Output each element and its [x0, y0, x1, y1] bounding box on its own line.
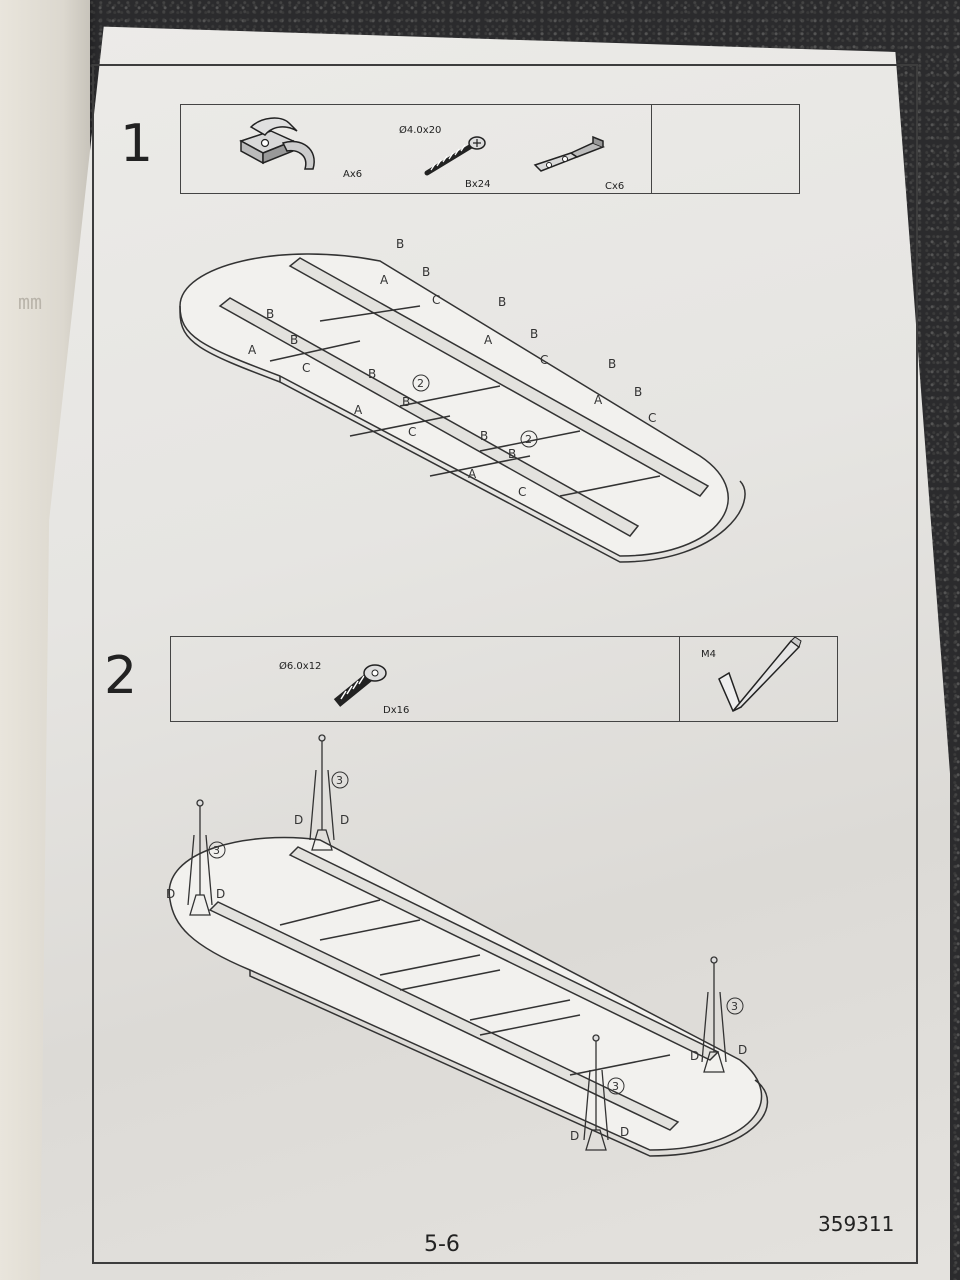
table-leg [583, 1034, 609, 1151]
callout-a: A [248, 343, 257, 357]
callout-c: C [540, 353, 548, 367]
callout-ref-3: 3 [213, 844, 220, 857]
callout-b: B [498, 295, 506, 309]
callout-a: A [380, 273, 389, 287]
table-leg [187, 799, 213, 916]
callout-a: A [468, 467, 477, 481]
callout-c: C [408, 425, 416, 439]
part-d-size: Ø6.0x12 [279, 661, 322, 672]
parts-divider [679, 637, 680, 721]
callout-a: A [354, 403, 363, 417]
ref-circle [208, 841, 226, 859]
callout-ref-3: 3 [336, 774, 343, 787]
table-leg [309, 734, 335, 851]
callout-d: D [620, 1125, 629, 1139]
callout-c: C [302, 361, 310, 375]
callout-b: B [422, 265, 430, 279]
callout-d: D [216, 887, 225, 901]
callout-ref-3: 3 [731, 1000, 738, 1013]
bolt-icon [333, 664, 387, 707]
part-c-quantity: Cx6 [605, 181, 625, 192]
parts-divider [651, 105, 652, 193]
callout-b: B [634, 385, 642, 399]
step-2-assembly-diagram: D D D D D D D D 3 3 3 3 [166, 734, 769, 1157]
callout-ref-2: 2 [525, 433, 532, 446]
ref-circle [726, 997, 744, 1015]
ref-circle [520, 430, 538, 448]
tool-label: M4 [701, 649, 716, 660]
callout-c: C [648, 411, 656, 425]
callout-b: B [608, 357, 616, 371]
callout-b: B [530, 327, 538, 341]
page-frame [92, 64, 918, 1264]
part-a-quantity: Ax6 [343, 169, 363, 180]
flat-bracket-icon [533, 135, 606, 172]
ref-circle [412, 374, 430, 392]
bracket-clip-icon [239, 117, 315, 170]
step-2-number: 2 [104, 646, 138, 706]
part-b-quantity: Bx24 [465, 179, 491, 190]
callout-b: B [266, 307, 274, 321]
callout-ref-3: 3 [612, 1080, 619, 1093]
callout-d: D [738, 1043, 747, 1057]
callout-b: B [368, 367, 376, 381]
bleed-through-text: mm [18, 290, 43, 314]
callout-d: D [294, 813, 303, 827]
table-leg [701, 956, 727, 1073]
document-code: 359311 [818, 1212, 895, 1236]
callout-d: D [166, 887, 175, 901]
page-number: 5-6 [424, 1232, 460, 1257]
callout-b: B [290, 333, 298, 347]
ref-circle [331, 771, 349, 789]
wood-screw-icon [424, 136, 486, 176]
part-d-quantity: Dx16 [383, 705, 410, 716]
step-2-parts-box: Ø6.0x12 Dx16 M4 [170, 636, 838, 722]
callout-d: D [690, 1049, 699, 1063]
callout-a: A [484, 333, 493, 347]
callout-c: C [518, 485, 526, 499]
callout-b: B [480, 429, 488, 443]
step-1-number: 1 [120, 114, 154, 174]
step-1-assembly-diagram: B A B C B A B C B A B C B A B C B A B C … [179, 237, 746, 563]
ref-circle [607, 1077, 625, 1095]
callout-b: B [396, 237, 404, 251]
part-b-size: Ø4.0x20 [399, 125, 442, 136]
step-1-parts-box: Ax6 Ø4.0x20 Bx24 Cx6 [180, 104, 800, 194]
callout-b: B [508, 447, 516, 461]
callout-d: D [570, 1129, 579, 1143]
callout-a: A [594, 393, 603, 407]
callout-b: B [402, 395, 410, 409]
callout-c: C [432, 293, 440, 307]
allen-key-icon [718, 637, 802, 713]
callout-d: D [340, 813, 349, 827]
callout-ref-2: 2 [417, 377, 424, 390]
